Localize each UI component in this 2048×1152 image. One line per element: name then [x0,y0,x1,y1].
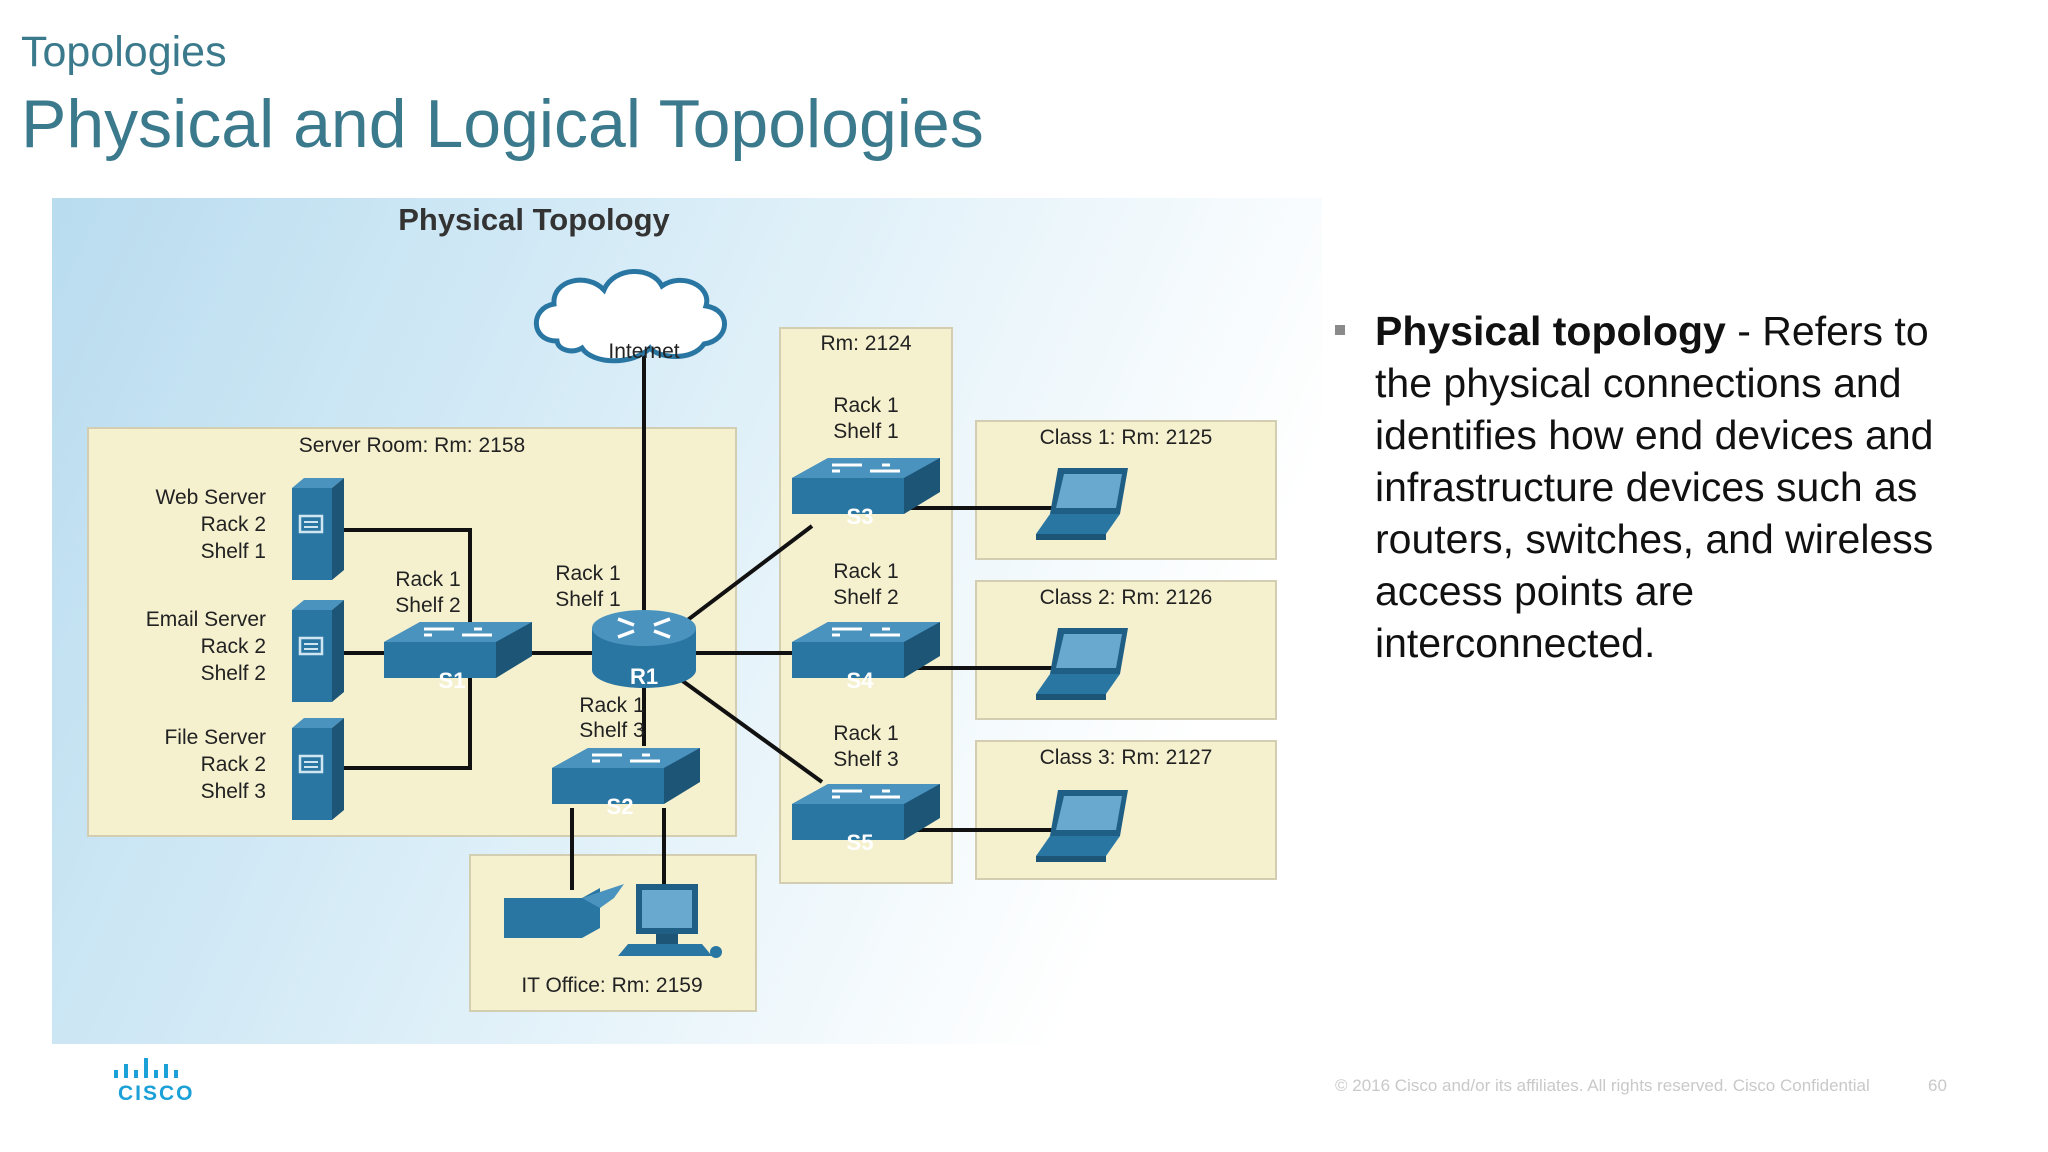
bullet-square-icon [1335,325,1345,335]
web-server-shelf: Shelf 1 [201,540,266,563]
bullet-text: Physical topology - Refers to the physic… [1375,305,1975,669]
email-server-rack: Rack 2 [201,635,266,658]
s4-shelf-label: Shelf 2 [833,586,898,609]
email-server-shelf: Shelf 2 [201,662,266,685]
s1-rack-label: Rack 1 [395,568,460,591]
class3-room-label: Class 3: Rm: 2127 [1040,746,1213,769]
email-server-name: Email Server [146,608,266,631]
file-server-shelf: Shelf 3 [201,780,266,803]
web-server-name: Web Server [156,486,267,509]
s2-label: S2 [607,794,634,819]
s4-label: S4 [847,668,875,693]
r1-label: R1 [630,664,658,689]
file-server-name: File Server [164,726,266,749]
server-room-label: Server Room: Rm: 2158 [299,434,525,457]
it-office-label: IT Office: Rm: 2159 [521,974,702,997]
router-r1-icon [592,610,696,688]
cisco-bars-icon [114,1058,178,1078]
s3-rack-label: Rack 1 [833,394,898,417]
desktop-pc-icon [618,884,722,958]
rm2124-label: Rm: 2124 [820,332,911,355]
bullet-term: Physical topology [1375,308,1726,354]
file-server-rack: Rack 2 [201,753,266,776]
s5-rack-label: Rack 1 [833,722,898,745]
web-server-rack: Rack 2 [201,513,266,536]
cisco-logo: CISCO [112,1058,196,1105]
r1-rack-label: Rack 1 [555,562,620,585]
internet-cloud-icon [533,269,727,364]
email-server-icon [290,598,346,704]
physical-topology-diagram: Physical Topology Internet Server Room: … [52,198,1322,1044]
file-server-icon [290,716,346,822]
class1-room-label: Class 1: Rm: 2125 [1040,426,1213,449]
s3-shelf-label: Shelf 1 [833,420,898,443]
s1-shelf-label: Shelf 2 [395,594,460,617]
s5-shelf-label: Shelf 3 [833,748,898,771]
copyright-footer: © 2016 Cisco and/or its affiliates. All … [1335,1076,1870,1095]
cisco-wordmark: CISCO [118,1082,195,1105]
bullet-item: Physical topology - Refers to the physic… [1335,305,1975,669]
s2-rack-label: Rack 1 [579,694,644,717]
s1-label: S1 [439,668,466,693]
s3-label: S3 [847,504,874,529]
printer-icon [504,884,624,938]
slide-title: Physical and Logical Topologies [21,86,984,162]
page-number: 60 [1928,1076,1947,1095]
web-server-icon [290,476,346,582]
section-title: Topologies [21,28,227,76]
internet-label: Internet [608,340,679,363]
diagram-title: Physical Topology [398,202,670,237]
s2-shelf-label: Shelf 3 [579,719,644,742]
r1-shelf-label: Shelf 1 [555,588,620,611]
s4-rack-label: Rack 1 [833,560,898,583]
class2-room-label: Class 2: Rm: 2126 [1040,586,1213,609]
bullet-description: - Refers to the physical connections and… [1375,308,1934,666]
s5-label: S5 [847,830,874,855]
